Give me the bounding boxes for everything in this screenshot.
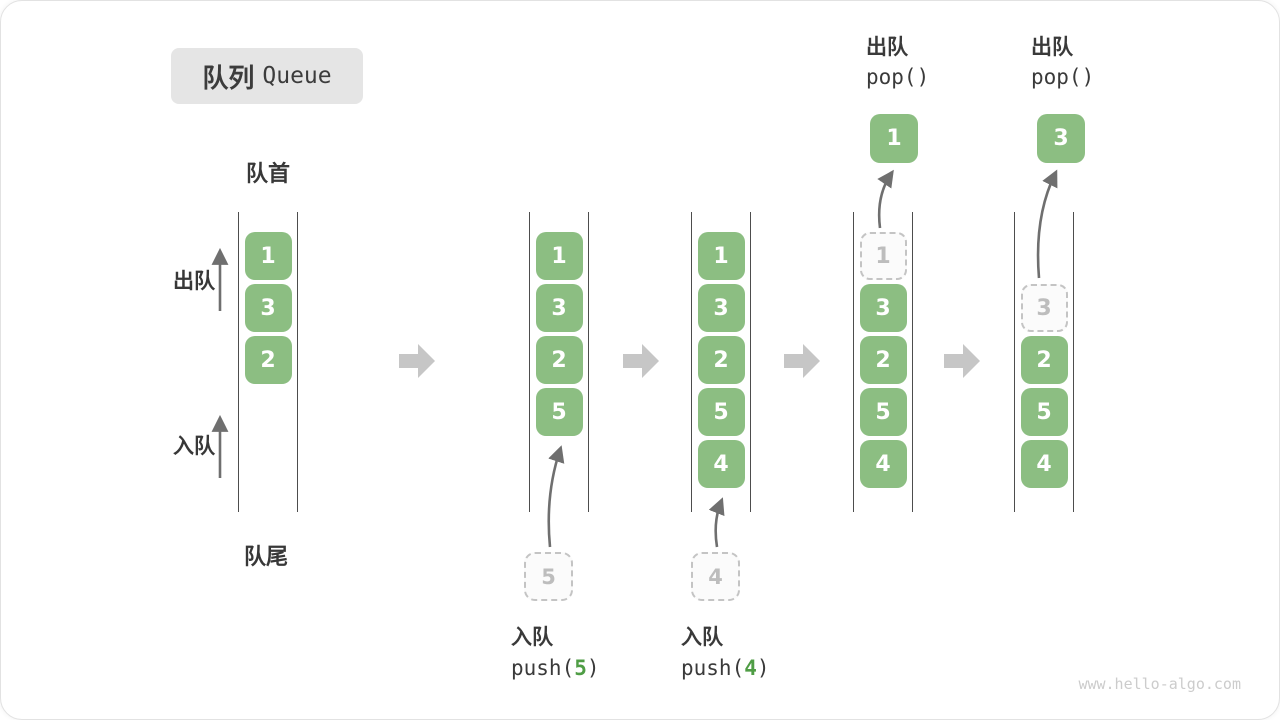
queue-element: 5 (1020, 388, 1068, 436)
queue-element: 4 (697, 440, 745, 488)
queue-element: 2 (859, 336, 907, 384)
queue-element: 3 (535, 284, 583, 332)
queue-state-5: 3 2 5 4 (1014, 212, 1074, 512)
queue-element-removed: 1 (859, 232, 907, 280)
popped-element-1: 1 (870, 114, 918, 163)
queue-element: 2 (1020, 336, 1068, 384)
queue-element: 3 (244, 284, 292, 332)
title-en: Queue (262, 63, 332, 89)
queue-element: 1 (535, 232, 583, 280)
push5-code-pre: push( (511, 656, 575, 680)
title-badge: 队列 Queue (171, 48, 363, 104)
queue-element: 3 (859, 284, 907, 332)
incoming-element-5: 5 (524, 552, 573, 601)
queue-element: 5 (535, 388, 583, 436)
label-queue-rear: 队尾 (243, 544, 288, 569)
queue-element: 1 (697, 232, 745, 280)
label-queue-front: 队首 (245, 161, 290, 186)
label-enqueue-side: 入队 (173, 435, 215, 458)
queue-element: 4 (1020, 440, 1068, 488)
push4-code-pre: push( (681, 656, 745, 680)
push5-arrow (547, 445, 565, 548)
queue-element: 5 (697, 388, 745, 436)
queue-element: 1 (244, 232, 292, 280)
label-push5-code: push(5) (511, 656, 600, 680)
transition-arrow-1 (399, 344, 435, 378)
popped-element-3: 3 (1037, 114, 1085, 163)
queue-element: 5 (859, 388, 907, 436)
push4-code-post: ) (756, 656, 770, 680)
queue-state-3: 1 3 2 5 4 (691, 212, 751, 512)
push4-code-arg: 4 (744, 656, 757, 680)
queue-element: 3 (697, 284, 745, 332)
label-dequeue-side: 出队 (173, 270, 215, 293)
label-push4-zh: 入队 (681, 626, 723, 649)
label-pop-1-zh: 出队 (866, 36, 908, 59)
transition-arrow-4 (944, 344, 980, 378)
queue-state-2: 1 3 2 5 (529, 212, 589, 512)
queue-element: 2 (244, 336, 292, 384)
incoming-element-4: 4 (691, 552, 740, 601)
pop1-arrow (877, 169, 894, 229)
queue-element: 2 (535, 336, 583, 384)
label-pop-1-code: pop() (866, 65, 930, 89)
queue-element-removed: 3 (1020, 284, 1068, 332)
push5-code-post: ) (586, 656, 600, 680)
watermark: www.hello-algo.com (1078, 675, 1241, 693)
queue-state-4: 1 3 2 5 4 (853, 212, 913, 512)
transition-arrow-2 (623, 344, 659, 378)
push5-code-arg: 5 (574, 656, 587, 680)
queue-element: 2 (697, 336, 745, 384)
label-pop-2-code: pop() (1031, 65, 1095, 89)
push4-arrow (708, 497, 725, 548)
queue-element: 4 (859, 440, 907, 488)
label-pop-2-zh: 出队 (1031, 36, 1073, 59)
pop3-arrow (1036, 169, 1058, 279)
queue-state-1: 1 3 2 (238, 212, 298, 512)
transition-arrow-3 (784, 344, 820, 378)
title-zh: 队列 (202, 62, 255, 93)
label-push5-zh: 入队 (511, 626, 553, 649)
label-push4-code: push(4) (681, 656, 770, 680)
